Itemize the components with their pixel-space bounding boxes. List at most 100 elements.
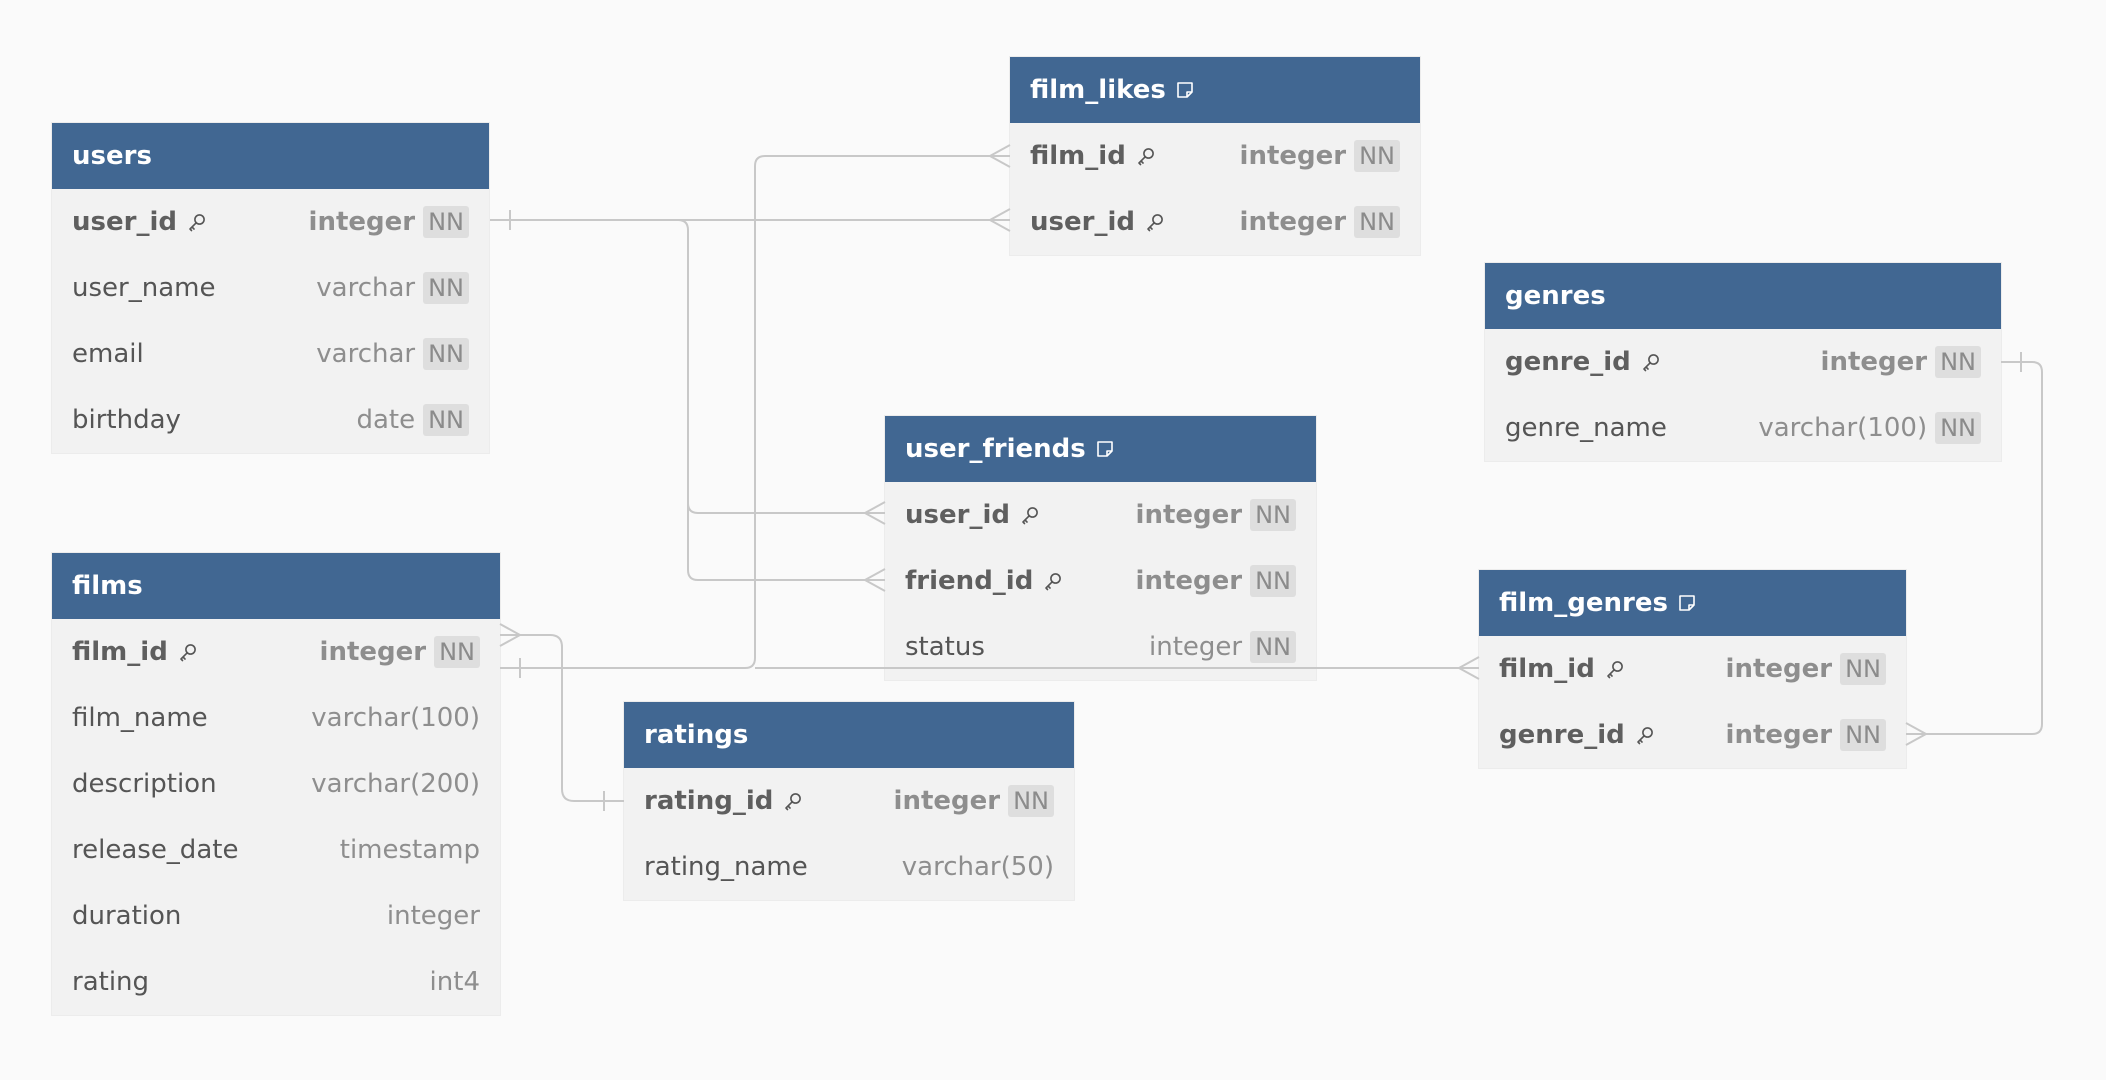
field-name: rating_id (644, 786, 774, 816)
many-marker (862, 568, 886, 592)
field-type: integer (1239, 141, 1347, 171)
table-header[interactable]: films (52, 553, 500, 619)
not-null-badge: NN (1008, 785, 1054, 817)
field-name: friend_id (905, 566, 1034, 596)
key-icon (1642, 354, 1659, 372)
key-icon (1022, 507, 1038, 525)
table-title: film_genres (1499, 588, 1668, 618)
field-type: varchar(50) (901, 852, 1054, 882)
field-name: email (72, 339, 144, 369)
field-name: rating_name (644, 852, 808, 882)
key-icon (785, 793, 802, 811)
table-title: film_likes (1030, 75, 1166, 105)
field-type: integer (1725, 720, 1833, 750)
not-null-badge: NN (423, 404, 469, 436)
field-name: film_id (1030, 141, 1126, 171)
note-icon[interactable] (1176, 81, 1194, 99)
field-name: user_id (905, 500, 1010, 530)
field-name: genre_id (1499, 720, 1625, 750)
table-title: genres (1505, 281, 1606, 311)
field-type: varchar(200) (311, 769, 480, 799)
not-null-badge: NN (1354, 206, 1400, 238)
note-icon[interactable] (1096, 440, 1114, 458)
field-type: integer (1239, 207, 1347, 237)
not-null-badge: NN (1840, 719, 1886, 751)
note-icon[interactable] (1678, 594, 1696, 612)
field-type: integer (1725, 654, 1833, 684)
relation-users-user_friends-user_id (490, 219, 885, 514)
field-name: film_id (72, 637, 168, 667)
not-null-badge: NN (423, 272, 469, 304)
many-marker (1905, 722, 1929, 746)
not-null-badge: NN (1250, 499, 1296, 531)
field-name: birthday (72, 405, 181, 435)
relation-ratings-films (500, 634, 624, 802)
table-header[interactable]: users (52, 123, 489, 189)
key-icon (189, 214, 205, 232)
field-row[interactable]: description varchar(200) (52, 751, 500, 817)
table-title: user_friends (905, 434, 1086, 464)
field-type: integer (1135, 566, 1243, 596)
field-name: status (905, 632, 985, 662)
not-null-badge: NN (423, 338, 469, 370)
many-marker (987, 144, 1011, 168)
relation-users-user_friends-friend_id (687, 503, 885, 581)
key-icon (1045, 573, 1062, 591)
field-name: film_id (1499, 654, 1595, 684)
field-type: varchar (316, 339, 416, 369)
field-type: varchar(100) (311, 703, 480, 733)
field-name: description (72, 769, 217, 799)
field-name: duration (72, 901, 182, 931)
field-type: varchar (316, 273, 416, 303)
table-header[interactable]: film_genres (1479, 570, 1906, 636)
table-title: ratings (644, 720, 749, 750)
not-null-badge: NN (1935, 412, 1981, 444)
many-marker (1456, 656, 1480, 680)
field-type: integer (1820, 347, 1928, 377)
key-icon (1147, 214, 1163, 232)
field-row[interactable]: rating_name varchar(50) (624, 834, 1074, 900)
many-marker (987, 208, 1011, 232)
table-header[interactable]: user_friends (885, 416, 1316, 482)
field-type: integer (893, 786, 1001, 816)
table-header[interactable]: ratings (624, 702, 1074, 768)
table-title: users (72, 141, 152, 171)
field-type: timestamp (339, 835, 480, 865)
table-header[interactable]: film_likes (1010, 57, 1420, 123)
field-name: rating (72, 967, 150, 997)
not-null-badge: NN (1250, 565, 1296, 597)
table-header[interactable]: genres (1485, 263, 2001, 329)
not-null-badge: NN (1840, 653, 1886, 685)
field-type: date (356, 405, 416, 435)
field-type: integer (1135, 500, 1243, 530)
field-type: integer (308, 207, 416, 237)
key-icon (1607, 661, 1623, 679)
many-marker (499, 623, 523, 647)
